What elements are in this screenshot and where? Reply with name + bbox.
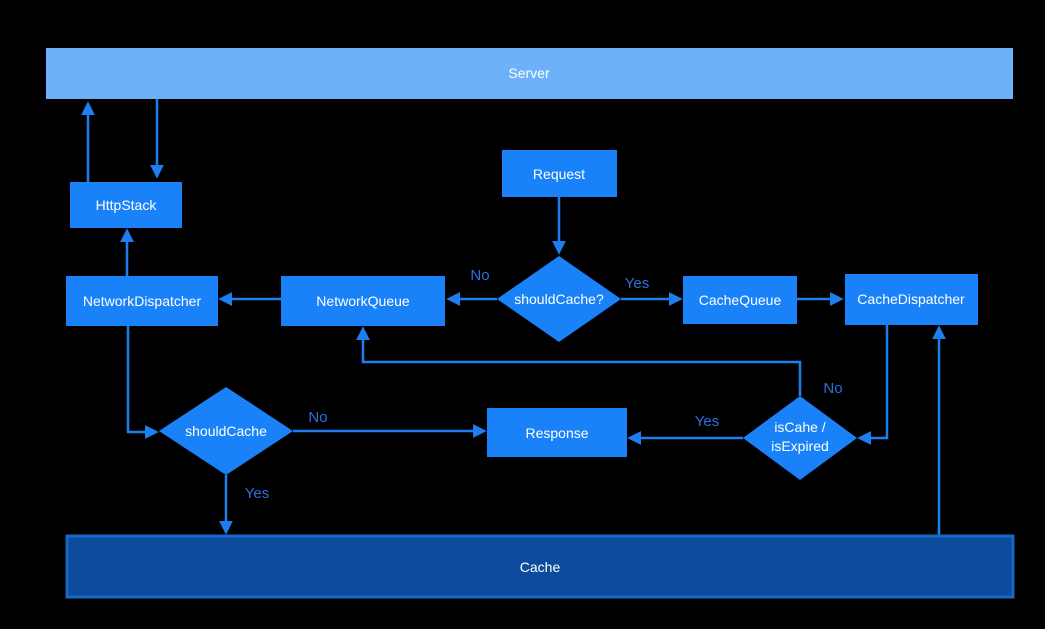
httpstack-node: [70, 182, 182, 228]
server-label: Server: [508, 65, 550, 81]
httpstack-label: HttpStack: [96, 197, 158, 213]
cachedispatcher-label: CacheDispatcher: [857, 291, 965, 307]
request-label: Request: [533, 166, 585, 182]
edge-label-iscache-no: No: [823, 380, 842, 397]
edges: [81, 99, 946, 536]
response-node: [487, 408, 627, 457]
edge-cachedispatcher-to-iscache: [857, 325, 889, 445]
edge-label-shouldcache-yes: Yes: [625, 275, 649, 292]
edge-labels: No Yes No Yes Yes No: [245, 267, 843, 502]
server-node: [46, 48, 1013, 99]
cachequeue-node: [683, 276, 797, 324]
shouldcache-decision-label: shouldCache?: [514, 291, 604, 307]
shouldcache-decision-node: [497, 256, 621, 342]
networkqueue-label: NetworkQueue: [316, 293, 410, 309]
networkqueue-node: [281, 276, 445, 326]
edge-iscache-no-to-networkqueue: [356, 326, 802, 396]
edge-networkdispatcher-to-lower-shouldcache: [126, 326, 159, 439]
edge-label-iscache-yes: Yes: [695, 413, 719, 430]
lower-shouldcache-decision-node: [159, 387, 293, 475]
cache-node-border: [65, 534, 1015, 599]
lower-shouldcache-decision-label: shouldCache: [185, 423, 267, 439]
edge-label-lower-shouldcache-yes: Yes: [245, 485, 269, 502]
cache-label: Cache: [520, 559, 561, 575]
cache-node: [67, 536, 1013, 597]
request-node: [502, 150, 617, 197]
networkdispatcher-node: [66, 276, 218, 326]
networkdispatcher-label: NetworkDispatcher: [83, 293, 202, 309]
iscache-decision-label-line2: isExpired: [771, 438, 829, 454]
process-nodes: [66, 150, 978, 480]
cachequeue-label: CacheQueue: [699, 292, 782, 308]
iscache-decision-label-line1: isCahe /: [774, 419, 825, 435]
iscache-decision-node: [743, 396, 857, 480]
response-label: Response: [525, 425, 588, 441]
node-labels: Server Request HttpStack NetworkDispatch…: [83, 65, 965, 575]
cachedispatcher-node: [845, 274, 978, 325]
edge-label-lower-shouldcache-no: No: [308, 409, 327, 426]
edge-label-shouldcache-no: No: [470, 267, 489, 284]
